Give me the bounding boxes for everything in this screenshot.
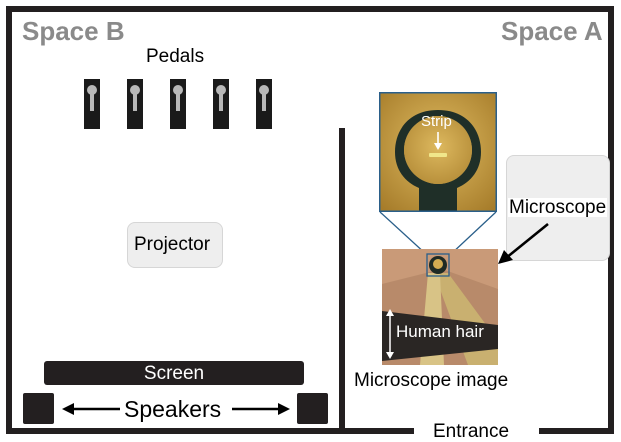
microscope-label: Microscope [508, 197, 608, 218]
human-hair-label: Human hair [396, 322, 484, 341]
microscope-image-label: Microscope image [354, 370, 509, 391]
projector: Projector [127, 222, 223, 268]
zoom-inset [379, 92, 497, 212]
wall-divider [339, 128, 345, 434]
speaker-right [297, 393, 328, 424]
speakers-arrows [62, 403, 290, 415]
strip-label: Strip [421, 113, 452, 130]
screen: Screen [44, 361, 304, 385]
pedal-4 [213, 79, 229, 129]
projector-label: Projector [134, 234, 211, 255]
space-a-label: Space A [501, 16, 603, 46]
screen-label: Screen [143, 363, 205, 384]
pedal-5 [256, 79, 272, 129]
pedals-label: Pedals [146, 46, 205, 67]
wall-right [608, 6, 614, 434]
wall-left [6, 6, 12, 434]
speaker-left [23, 393, 54, 424]
space-b-label: Space B [22, 16, 125, 46]
microscope-pointer-arrow [498, 222, 549, 264]
entrance-label: Entrance [433, 421, 510, 442]
pedal-3 [170, 79, 186, 129]
pedal-1 [84, 79, 100, 129]
zoom-connectors [379, 211, 497, 256]
wall-bottom-right [539, 428, 614, 434]
wall-top [6, 6, 614, 12]
pedal-2 [127, 79, 143, 129]
microscope-image [382, 249, 498, 365]
speakers-label: Speakers [124, 396, 222, 422]
wall-bottom-left [6, 428, 414, 434]
